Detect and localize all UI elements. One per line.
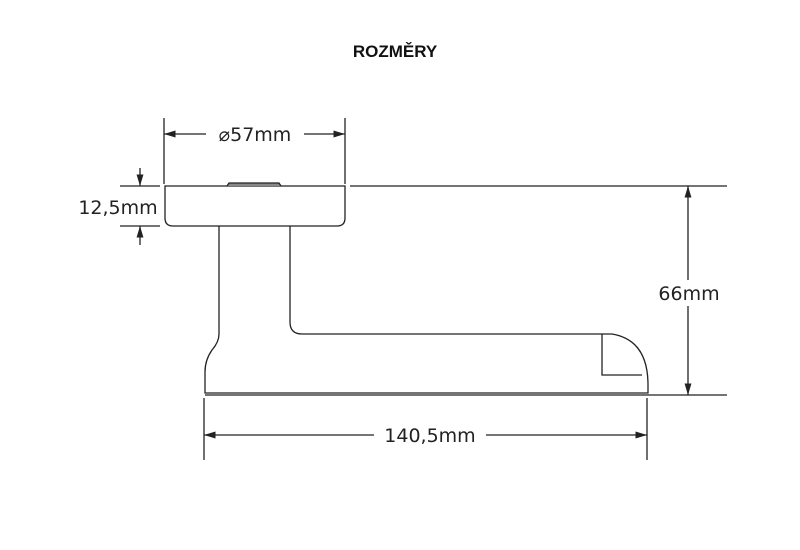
rosette: [164, 185, 346, 227]
diameter-label: ⌀57mm: [219, 124, 292, 146]
lever-end-detail: [601, 334, 642, 376]
rosette-height-label: 12,5mm: [78, 197, 157, 219]
diagram-title: ROZMĚRY: [352, 42, 438, 61]
lever-handle: [204, 226, 649, 394]
lever-length-label: 140,5mm: [384, 425, 475, 447]
rosette-cap: [226, 182, 282, 187]
total-height-label: 66mm: [658, 283, 719, 305]
